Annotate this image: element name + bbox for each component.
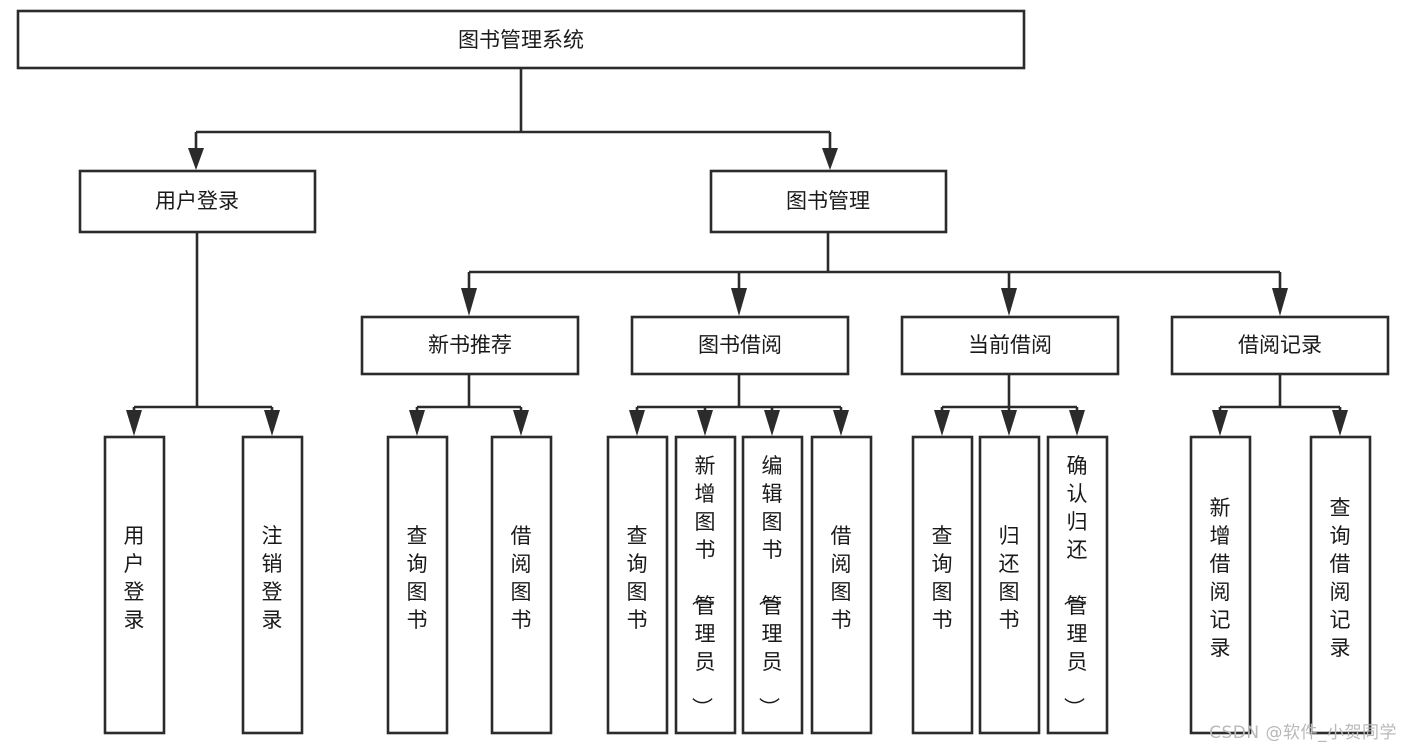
edges-bookborrow-to-leaves [629,374,849,436]
edges-newbook-to-leaves [409,374,529,436]
node-book-borrow-box[interactable] [630,315,850,376]
arrow-head-icon [697,410,713,436]
node-leaf-query-record[interactable]: 查询借阅记录 [1309,435,1372,735]
node-leaf-borrow-book-1-label: 借阅图书 [511,524,532,632]
node-leaf-add-record[interactable]: 新增借阅记录 [1189,435,1252,735]
arrow-head-icon [409,410,425,436]
arrow-head-icon [1001,410,1017,436]
node-book-manage-label: 图书管理 [786,189,870,213]
arrow-head-icon [1332,410,1348,436]
node-leaf-return-book-label: 归还图书 [999,524,1020,632]
edges-currentborrow-to-leaves [934,374,1085,436]
arrow-head-icon [629,410,645,436]
node-leaf-add-record-label: 新增借阅记录 [1210,496,1231,660]
arrow-head-icon [188,148,204,170]
arrow-head-icon [833,410,849,436]
node-borrow-record-label: 借阅记录 [1238,333,1322,357]
arrow-head-icon [264,410,280,436]
arrow-head-icon [731,288,747,316]
node-leaf-add-record-box[interactable] [1189,435,1252,735]
node-book-manage[interactable]: 图书管理 [709,169,948,234]
node-leaf-add-book-label: 新增图书（管理员） [690,454,716,718]
arrow-head-icon [461,288,477,316]
node-leaf-query-record-box[interactable] [1309,435,1372,735]
arrow-head-icon [1272,288,1288,316]
node-leaf-query-book-1-label: 查询图书 [407,524,428,632]
node-leaf-logout-label: 注销登录 [262,524,283,632]
node-book-borrow-label: 图书借阅 [698,333,782,357]
edges-root-to-level2 [188,68,838,170]
node-leaf-return-book[interactable]: 归还图书 [978,435,1041,735]
node-root-label: 图书管理系统 [458,28,584,52]
arrow-head-icon [513,410,529,436]
node-leaf-query-book-2-label: 查询图书 [627,524,648,632]
node-leaf-return-book-box[interactable] [978,435,1041,735]
node-root[interactable]: 图书管理系统 [16,9,1026,70]
edges-userlogin-to-leaves [126,232,280,436]
node-leaf-borrow-book-2-label: 借阅图书 [831,524,852,632]
arrow-head-icon [934,410,950,436]
arrow-head-icon [126,410,142,436]
node-leaf-query-record-label: 查询借阅记录 [1330,496,1351,660]
node-new-book-recommend-label: 新书推荐 [428,333,512,357]
node-leaf-borrow-book-2[interactable]: 借阅图书 [810,435,873,735]
node-leaf-edit-book-box[interactable] [741,435,804,735]
node-new-book-recommend[interactable]: 新书推荐 [360,315,580,376]
node-leaf-query-book-2-box[interactable] [606,435,669,735]
arrow-head-icon [822,148,838,170]
node-leaf-logout[interactable]: 注销登录 [241,435,304,735]
node-current-borrow-box[interactable] [900,315,1120,376]
node-leaf-query-book-3[interactable]: 查询图书 [911,435,974,735]
node-leaf-user-login-box[interactable] [103,435,166,735]
arrow-head-icon [1001,288,1017,316]
node-user-login-label: 用户登录 [155,189,239,213]
node-leaf-add-book-box[interactable] [674,435,737,735]
node-leaf-logout-box[interactable] [241,435,304,735]
arrow-head-icon [1069,410,1085,436]
edges-borrowrecord-to-leaves [1212,374,1348,436]
node-leaf-query-book-1-box[interactable] [386,435,449,735]
arrow-head-icon [764,410,780,436]
node-leaf-confirm-return-box[interactable] [1046,435,1109,735]
node-new-book-recommend-box[interactable] [360,315,580,376]
node-leaf-borrow-book-1[interactable]: 借阅图书 [490,435,553,735]
node-borrow-record-box[interactable] [1170,315,1390,376]
node-leaf-confirm-return[interactable]: 确认归还（管理员） [1046,435,1109,735]
node-user-login-box[interactable] [78,169,317,234]
node-leaf-query-book-3-box[interactable] [911,435,974,735]
node-leaf-edit-book-label: 编辑图书（管理员） [757,454,783,718]
node-leaf-confirm-return-label: 确认归还（管理员） [1062,454,1088,718]
node-user-login[interactable]: 用户登录 [78,169,317,234]
node-book-manage-box[interactable] [709,169,948,234]
arrow-head-icon [1212,410,1228,436]
node-leaf-query-book-3-label: 查询图书 [932,524,953,632]
edges-bookmanage-to-level3 [461,232,1288,316]
node-leaf-borrow-book-1-box[interactable] [490,435,553,735]
node-leaf-query-book-1[interactable]: 查询图书 [386,435,449,735]
node-leaf-borrow-book-2-box[interactable] [810,435,873,735]
node-leaf-user-login-label: 用户登录 [124,524,145,632]
node-leaf-user-login[interactable]: 用户登录 [103,435,166,735]
node-borrow-record[interactable]: 借阅记录 [1170,315,1390,376]
node-current-borrow-label: 当前借阅 [968,333,1052,357]
node-leaf-add-book[interactable]: 新增图书（管理员） [674,435,737,735]
node-leaf-edit-book[interactable]: 编辑图书（管理员） [741,435,804,735]
node-current-borrow[interactable]: 当前借阅 [900,315,1120,376]
node-leaf-query-book-2[interactable]: 查询图书 [606,435,669,735]
node-root-box[interactable] [16,9,1026,70]
node-book-borrow[interactable]: 图书借阅 [630,315,850,376]
